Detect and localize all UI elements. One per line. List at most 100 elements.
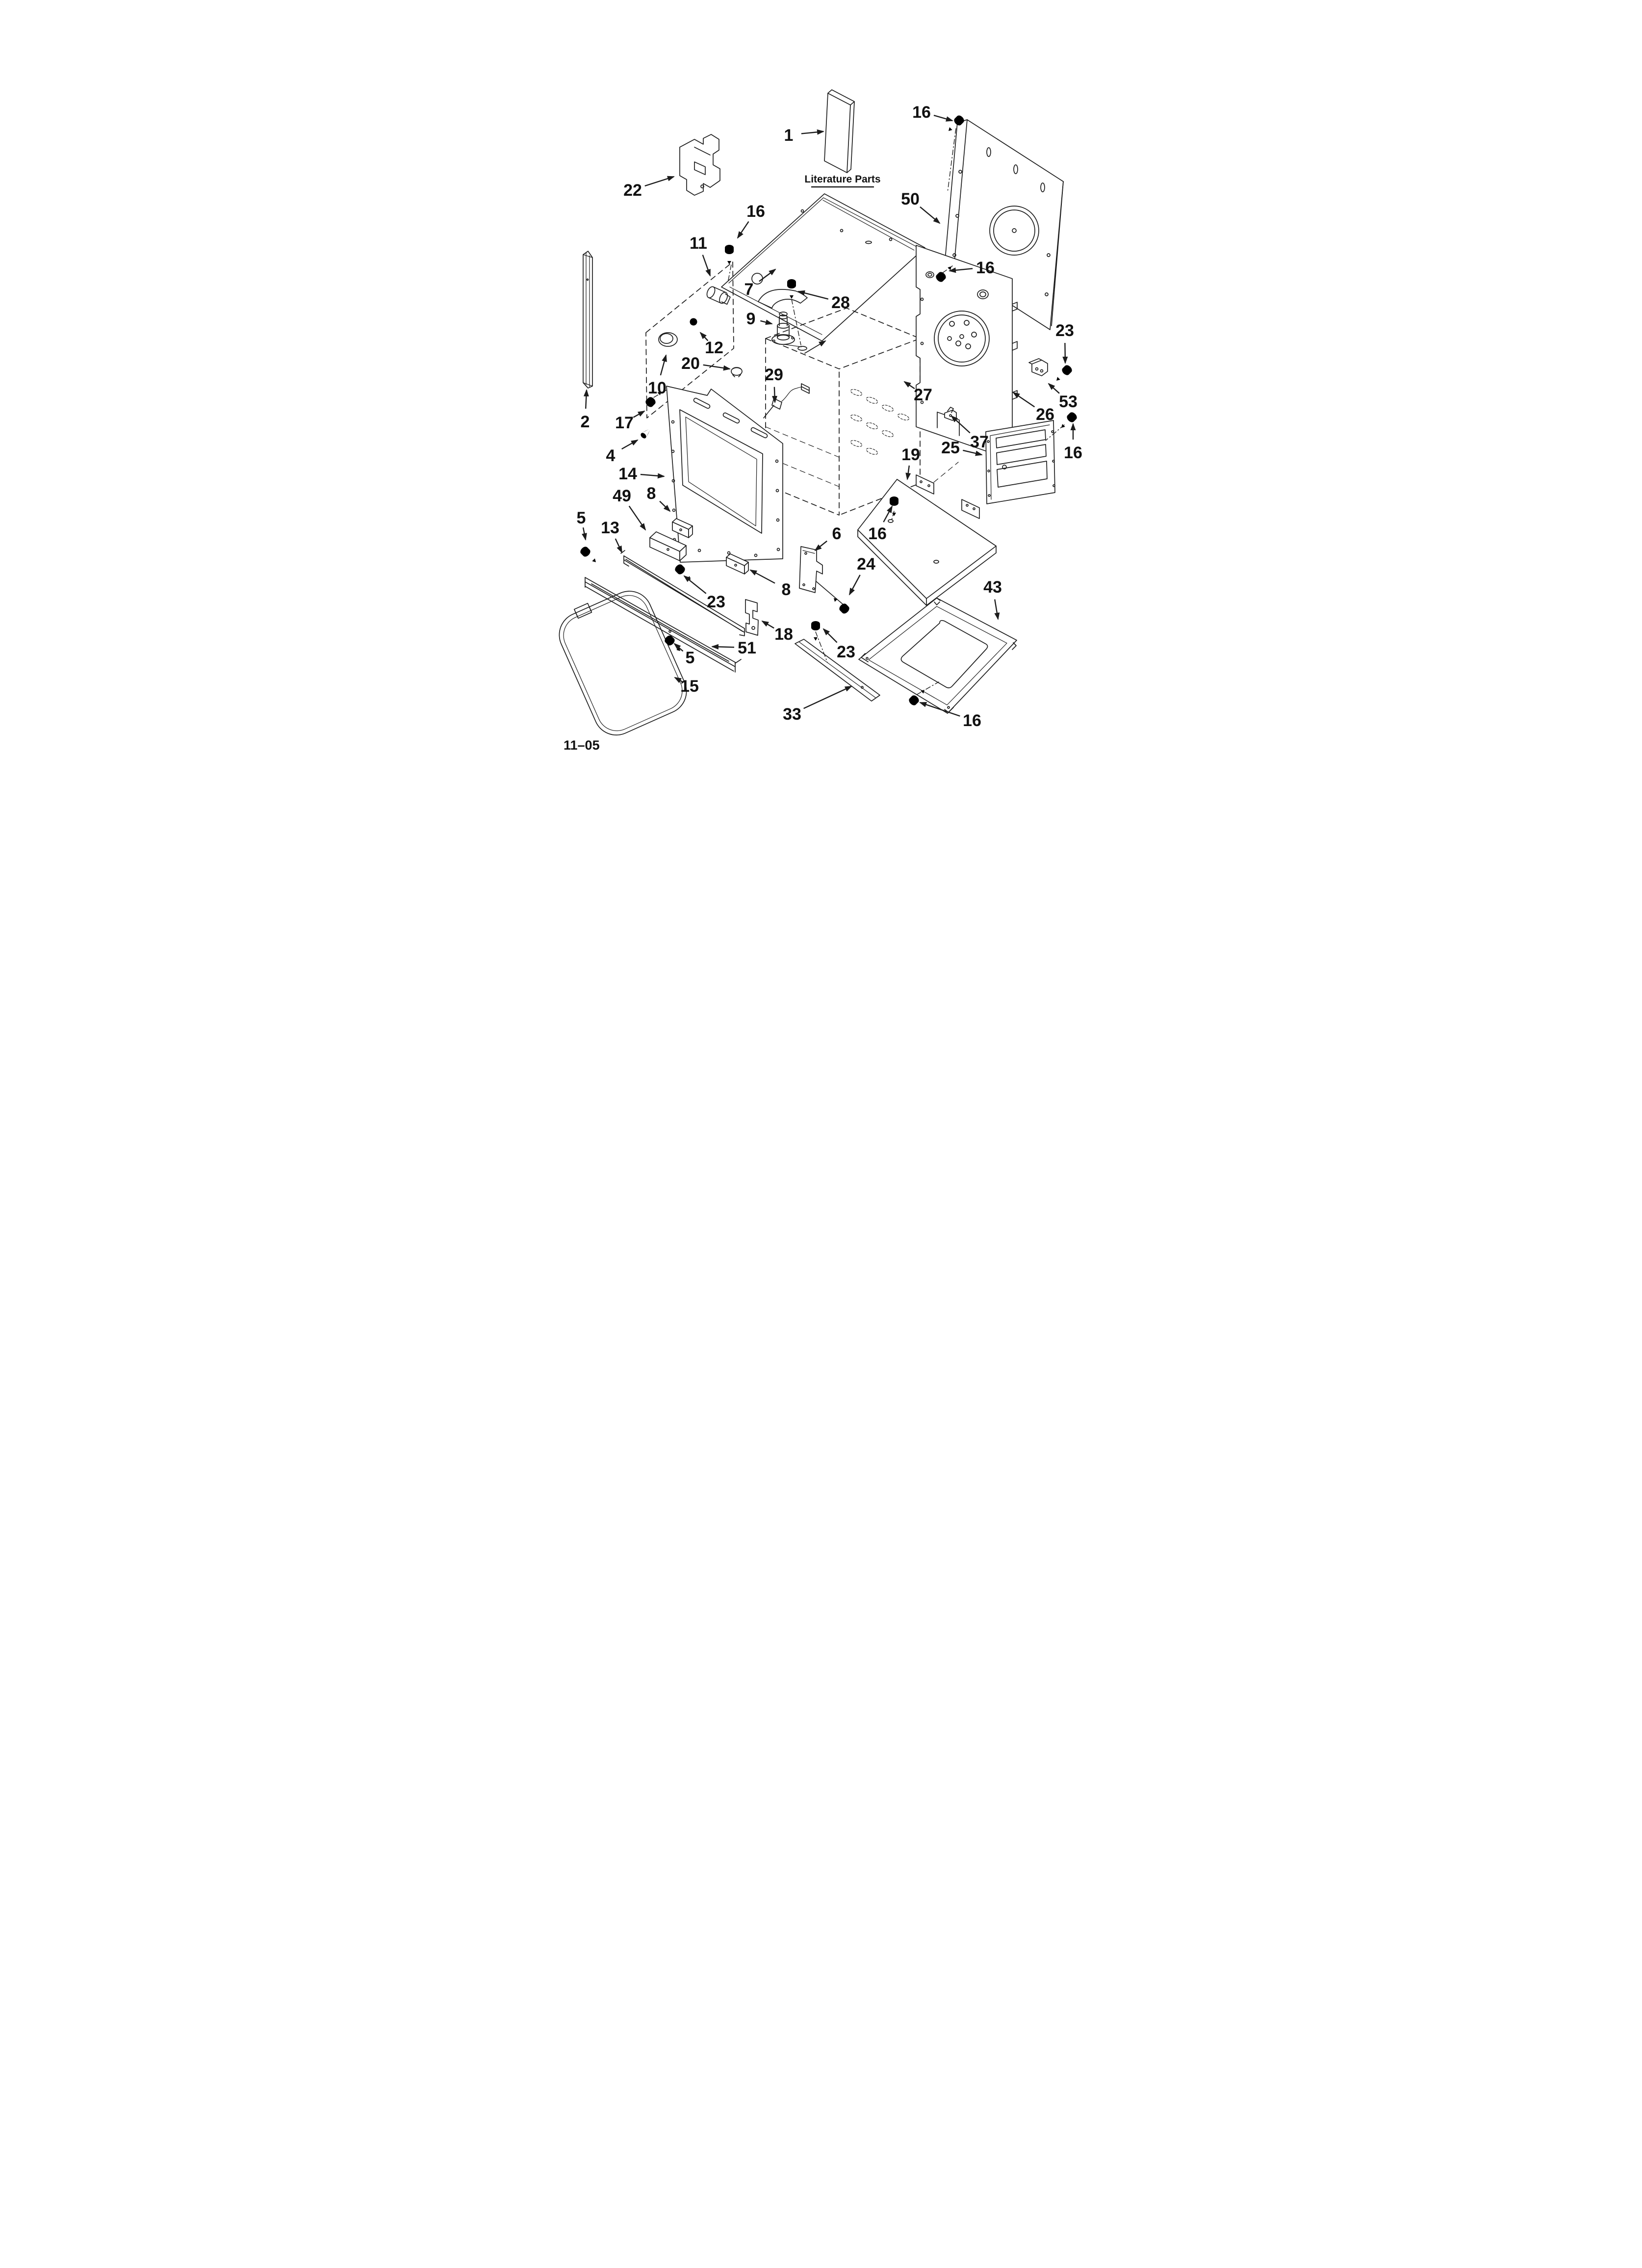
leader-arrow bbox=[640, 473, 665, 479]
leader-arrow bbox=[759, 268, 776, 282]
screw-23-center bbox=[811, 621, 820, 641]
part-number-label[interactable]: 5 bbox=[577, 509, 586, 527]
assembly-direction-arrow bbox=[804, 340, 826, 354]
trim-rail-part-51 bbox=[585, 577, 742, 673]
spacer-block-part-8b bbox=[726, 553, 749, 574]
part-number-label[interactable]: 23 bbox=[707, 593, 725, 611]
side-trim-strip-part-2 bbox=[583, 251, 593, 389]
part-number-label[interactable]: 22 bbox=[623, 181, 642, 200]
spacer-block-part-8a bbox=[672, 518, 693, 538]
part-number-label[interactable]: 8 bbox=[782, 580, 791, 599]
part-number-label[interactable]: 18 bbox=[774, 625, 793, 644]
part-number-label[interactable]: 16 bbox=[912, 103, 931, 122]
leader-arrow bbox=[683, 575, 707, 594]
part-number-label[interactable]: 29 bbox=[765, 365, 783, 384]
lamp-bulb-part-12 bbox=[686, 316, 699, 332]
leader-arrow bbox=[919, 702, 960, 717]
exploded-parts-diagram: 1165022161611792812102353262029273717241… bbox=[559, 89, 1082, 753]
part-number-label[interactable]: 37 bbox=[970, 433, 989, 451]
part-number-label[interactable]: 50 bbox=[901, 190, 920, 209]
part-number-label[interactable]: 51 bbox=[738, 639, 756, 657]
retainer-panel-part-25 bbox=[985, 420, 1055, 504]
leader-arrow bbox=[963, 449, 983, 456]
literature-parts-caption: Literature Parts bbox=[804, 174, 880, 185]
part-number-label[interactable]: 16 bbox=[746, 202, 765, 221]
sheet-code: 11–05 bbox=[564, 738, 600, 753]
part-number-label[interactable]: 7 bbox=[744, 280, 754, 299]
part-number-label[interactable]: 19 bbox=[901, 445, 920, 464]
part-number-label[interactable]: 33 bbox=[783, 705, 801, 724]
screw-24 bbox=[830, 595, 851, 615]
leader-arrow bbox=[644, 176, 675, 187]
part-number-label[interactable]: 16 bbox=[1064, 443, 1082, 462]
leader-arrow bbox=[848, 574, 861, 596]
lamp-kit-dashed-box bbox=[645, 261, 734, 418]
leader-arrow bbox=[950, 415, 971, 434]
leader-arrow bbox=[659, 500, 671, 512]
part-number-label[interactable]: 4 bbox=[606, 446, 616, 465]
screw-16-right bbox=[1058, 411, 1078, 431]
part-number-label[interactable]: 15 bbox=[680, 677, 699, 696]
callout-layer: 1165022161611792812102353262029273717241… bbox=[564, 103, 1082, 753]
hole-plug-part-20 bbox=[731, 367, 743, 377]
assembly-lines bbox=[653, 128, 1065, 695]
part-number-label[interactable]: 8 bbox=[647, 484, 656, 503]
top-panel-part-7 bbox=[721, 193, 925, 341]
vent-grommet-part-9 bbox=[771, 312, 802, 347]
part-number-label[interactable]: 9 bbox=[746, 310, 756, 328]
part-number-label[interactable]: 16 bbox=[868, 524, 887, 543]
leader-arrow bbox=[801, 129, 824, 135]
part-number-label[interactable]: 11 bbox=[690, 234, 707, 253]
part-number-label[interactable]: 13 bbox=[601, 519, 619, 537]
leader-arrow bbox=[920, 206, 941, 224]
leader-arrow bbox=[737, 221, 749, 239]
part-number-label[interactable]: 14 bbox=[618, 465, 637, 483]
leader-arrow bbox=[772, 387, 778, 403]
part-number-label[interactable]: 5 bbox=[686, 649, 695, 667]
bracket-part-6 bbox=[799, 546, 847, 608]
cavity-rear-panel-part-26 bbox=[916, 245, 1018, 461]
part-number-label[interactable]: 24 bbox=[857, 555, 875, 574]
deflector-strip-part-33 bbox=[795, 639, 880, 702]
part-number-label[interactable]: 20 bbox=[681, 354, 700, 373]
part-number-label[interactable]: 53 bbox=[1059, 392, 1078, 411]
leader-arrow bbox=[703, 364, 731, 371]
part-number-label[interactable]: 16 bbox=[963, 711, 981, 730]
leader-arrow bbox=[633, 410, 645, 418]
spacer-block-part-49 bbox=[649, 531, 687, 561]
part-number-label[interactable]: 16 bbox=[976, 259, 995, 277]
part-number-label[interactable]: 27 bbox=[914, 386, 932, 404]
part-number-label[interactable]: 12 bbox=[705, 339, 723, 357]
part-number-label[interactable]: 1 bbox=[784, 126, 794, 145]
leader-arrow bbox=[673, 643, 684, 652]
part-number-label[interactable]: 25 bbox=[941, 439, 960, 457]
lamp-lens-part-10 bbox=[658, 332, 678, 347]
thermostat-bracket-part-53 bbox=[1028, 358, 1048, 376]
leader-arrow bbox=[949, 267, 973, 273]
leader-arrow bbox=[674, 677, 684, 683]
part-number-label[interactable]: 6 bbox=[832, 524, 842, 543]
leader-arrow bbox=[699, 332, 709, 341]
door-gasket-part-15 bbox=[559, 591, 687, 736]
wiring-bracket-part-22 bbox=[679, 134, 720, 196]
leader-arrow bbox=[621, 439, 639, 450]
part-number-label[interactable]: 2 bbox=[581, 413, 590, 431]
part-number-label[interactable]: 23 bbox=[1055, 321, 1074, 340]
leader-arrow bbox=[903, 381, 915, 390]
leader-arrow bbox=[760, 319, 773, 325]
leader-arrow bbox=[994, 599, 1000, 620]
part-number-label[interactable]: 23 bbox=[837, 643, 855, 661]
part-number-label[interactable]: 28 bbox=[831, 293, 850, 312]
screw-23-right bbox=[1053, 364, 1074, 384]
leader-arrow bbox=[702, 255, 711, 277]
clip-part-18 bbox=[745, 599, 759, 636]
part-number-label[interactable]: 43 bbox=[983, 578, 1002, 597]
part-number-label[interactable]: 10 bbox=[648, 379, 667, 397]
leader-arrow bbox=[803, 685, 852, 709]
part-number-label[interactable]: 17 bbox=[615, 414, 634, 432]
leader-arrow bbox=[797, 290, 829, 300]
screw-16-top-panel bbox=[725, 245, 734, 264]
part-number-label[interactable]: 49 bbox=[613, 487, 631, 505]
part-number-label[interactable]: 26 bbox=[1036, 405, 1054, 424]
